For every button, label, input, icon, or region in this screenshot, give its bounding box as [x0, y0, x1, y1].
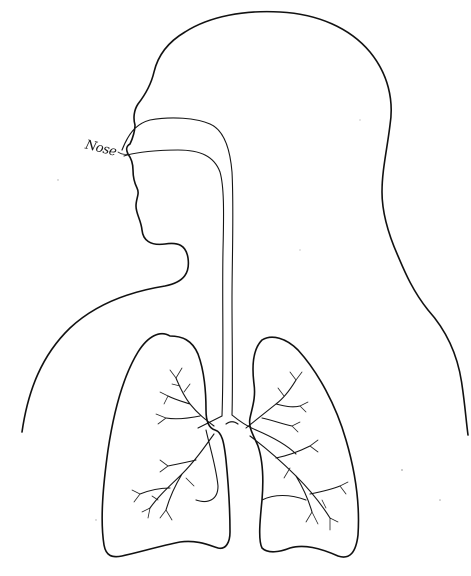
left-lung-lobe-line: [196, 430, 218, 501]
right-lung-outline: [250, 337, 359, 557]
left-bronchial-tree: [132, 368, 214, 520]
right-lung-lobe-line: [256, 430, 306, 500]
left-lung-outline: [102, 334, 230, 557]
nasal-passage-outer: [122, 118, 233, 415]
nose-label: Nose: [83, 137, 119, 160]
body-outline: [22, 12, 468, 435]
